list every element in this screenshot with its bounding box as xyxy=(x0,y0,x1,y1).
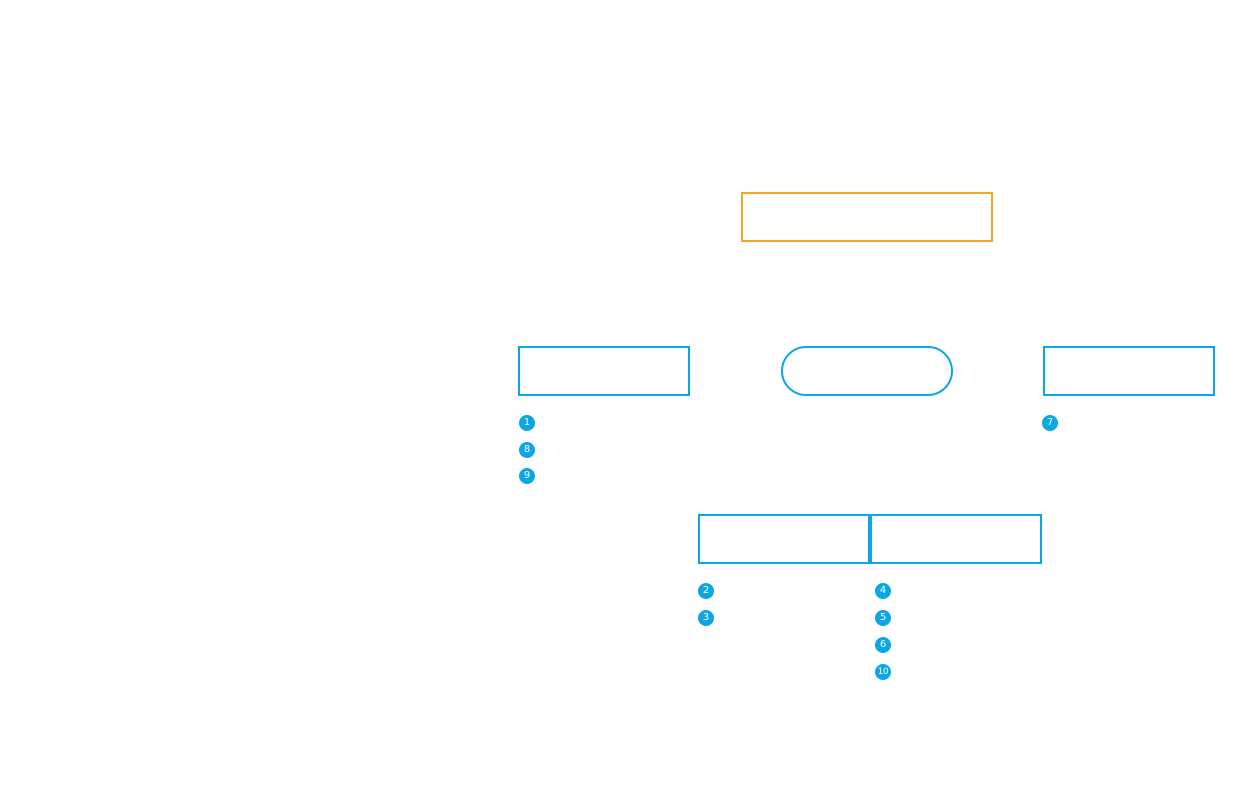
step-badge-4: 4 xyxy=(875,583,891,599)
step-badge-6: 6 xyxy=(875,637,891,653)
left-node[interactable] xyxy=(518,346,690,396)
step-badge-1: 1 xyxy=(519,415,535,431)
step-badge-8: 8 xyxy=(519,442,535,458)
step-badge-10: 10 xyxy=(875,664,891,680)
step-badge-5: 5 xyxy=(875,610,891,626)
step-badge-2: 2 xyxy=(698,583,714,599)
step-badge-9: 9 xyxy=(519,468,535,484)
center-node[interactable] xyxy=(781,346,953,396)
bottom-left-node[interactable] xyxy=(698,514,870,564)
step-badge-3: 3 xyxy=(698,610,714,626)
right-node[interactable] xyxy=(1043,346,1215,396)
top-node[interactable] xyxy=(741,192,993,242)
step-badge-7: 7 xyxy=(1042,415,1058,431)
bottom-right-node[interactable] xyxy=(870,514,1042,564)
